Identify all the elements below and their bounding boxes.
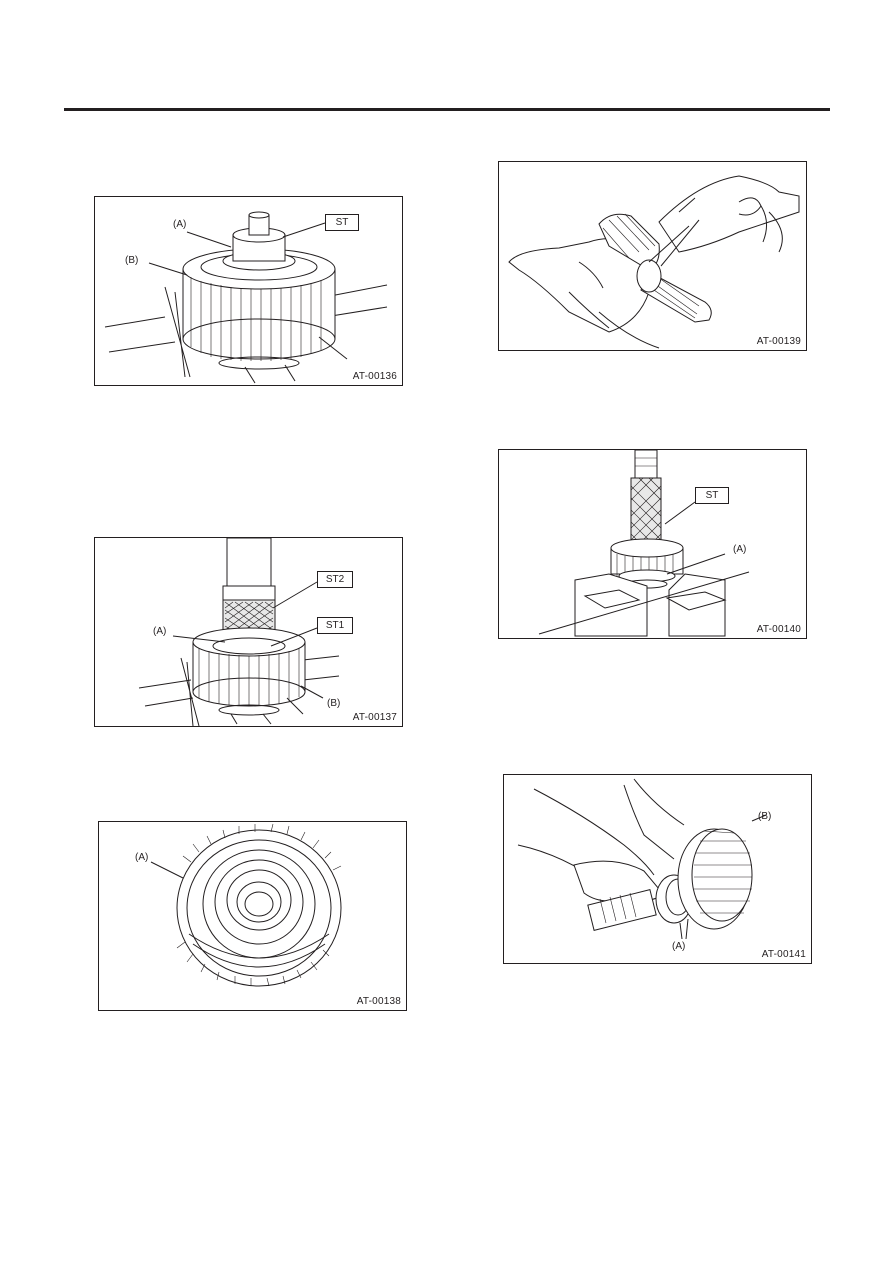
figure-at-00139: AT-00139	[498, 161, 807, 351]
figure-id: AT-00140	[756, 624, 801, 635]
clutch-drum-press-illustration	[104, 211, 388, 384]
snap-ring-pliers-illustration	[508, 175, 800, 349]
special-tool-label: ST	[325, 214, 359, 231]
special-tool-label: ST	[695, 487, 729, 504]
callout-a: (A)	[135, 852, 149, 863]
figure-id: AT-00141	[761, 949, 806, 960]
callout-b: (B)	[327, 698, 341, 709]
figure-at-00138: (A) AT-00138	[98, 821, 407, 1011]
figure-at-00137: (A) (B) ST2 ST1 AT-00137	[94, 537, 403, 727]
special-tool-2-label: ST2	[317, 571, 353, 588]
figure-id: AT-00139	[756, 336, 801, 347]
figure-at-00140: (A) ST AT-00140	[498, 449, 807, 639]
callout-a: (A)	[733, 544, 747, 555]
clutch-drum-top-view-illustration	[150, 823, 342, 987]
figure-at-00136: (A) (B) ST AT-00136	[94, 196, 403, 386]
clutch-drum-tool-illustration	[138, 538, 340, 726]
figure-at-00141: (B) (A) AT-00141	[503, 774, 812, 964]
header-rule	[64, 108, 830, 111]
callout-a: (A)	[153, 626, 167, 637]
seal-ring-install-illustration	[517, 778, 767, 940]
special-tool-1-label: ST1	[317, 617, 353, 634]
callout-a: (A)	[672, 941, 686, 952]
figure-id: AT-00136	[352, 371, 397, 382]
figure-id: AT-00138	[356, 996, 401, 1007]
callout-b: (B)	[758, 811, 772, 822]
figure-id: AT-00137	[352, 712, 397, 723]
callout-b: (B)	[125, 255, 139, 266]
callout-a: (A)	[173, 219, 187, 230]
bearing-press-illustration	[538, 450, 750, 637]
